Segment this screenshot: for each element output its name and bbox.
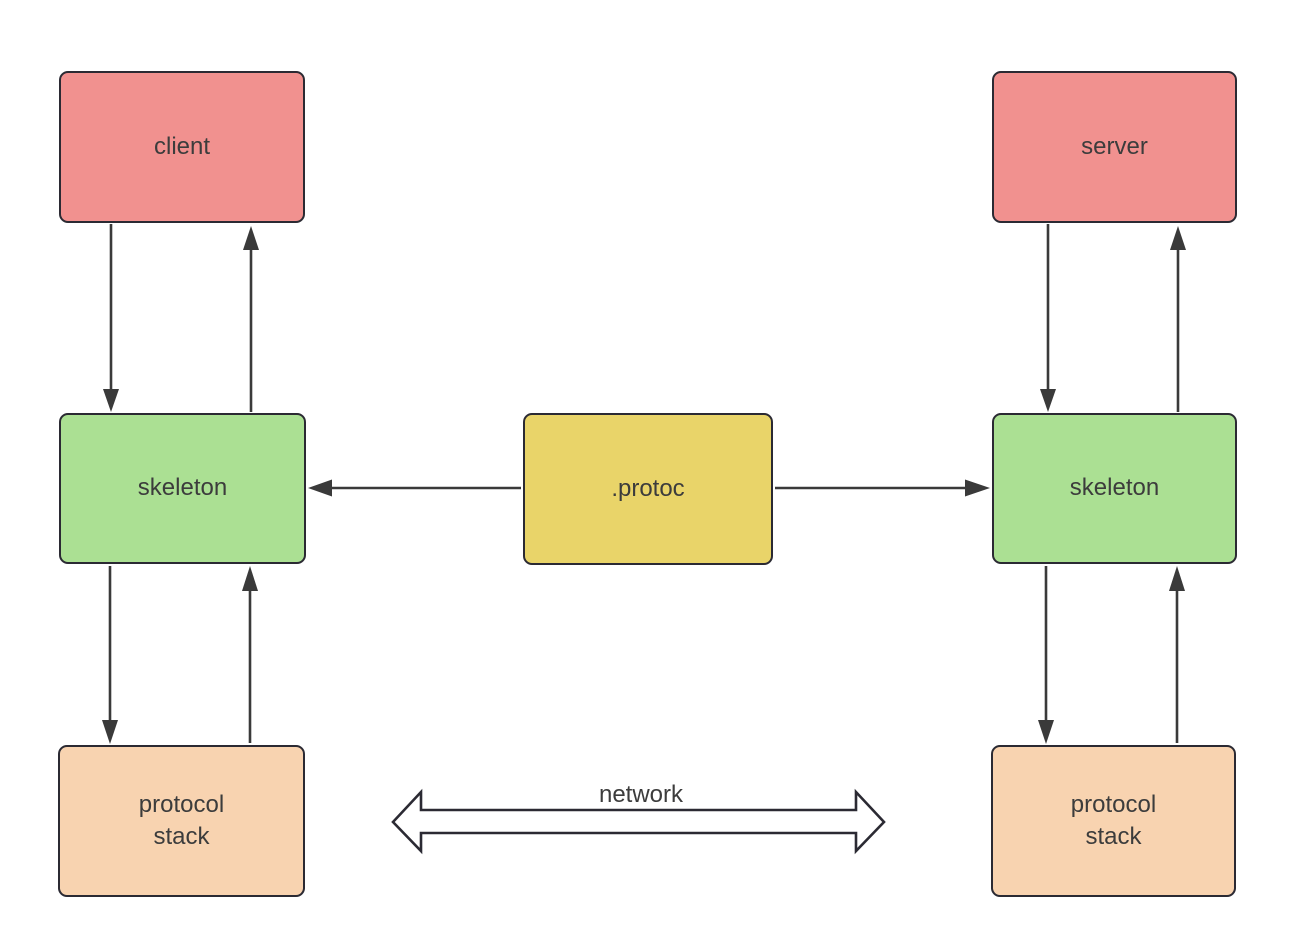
server-to-skeleton-arrow: [1040, 224, 1056, 412]
protoc-to-skeleton-left-arrow: [308, 479, 521, 497]
protocol-stack-right-node: protocol stack: [991, 745, 1236, 897]
skeleton-to-stack-left-arrow: [102, 566, 118, 744]
client-to-skeleton-arrow: [103, 224, 119, 412]
skeleton-left-node: skeleton: [59, 413, 306, 564]
client-node: client: [59, 71, 305, 223]
stack-to-skeleton-left-arrow: [242, 566, 258, 743]
skeleton-to-client-arrow: [243, 226, 259, 412]
network-arrow-label: network: [598, 781, 684, 808]
skeleton-right-node-label: skeleton: [1069, 474, 1160, 502]
server-node-label: server: [1081, 132, 1148, 160]
skeleton-to-server-arrow: [1170, 226, 1186, 412]
skeleton-right-node: skeleton: [992, 413, 1237, 564]
protoc-node-label: .protoc: [611, 474, 685, 502]
skeleton-to-stack-right-arrow: [1038, 566, 1054, 744]
client-node-label: client: [153, 132, 211, 160]
protocol-stack-left-node: protocol stack: [58, 745, 305, 897]
stack-to-skeleton-right-arrow: [1169, 566, 1185, 743]
protocol-stack-left-node-label: protocol stack: [138, 790, 225, 850]
skeleton-left-node-label: skeleton: [137, 474, 228, 502]
protocol-stack-right-node-label: protocol stack: [1070, 790, 1157, 850]
protoc-to-skeleton-right-arrow: [775, 479, 990, 497]
protoc-node: .protoc: [523, 413, 773, 565]
server-node: server: [992, 71, 1237, 223]
